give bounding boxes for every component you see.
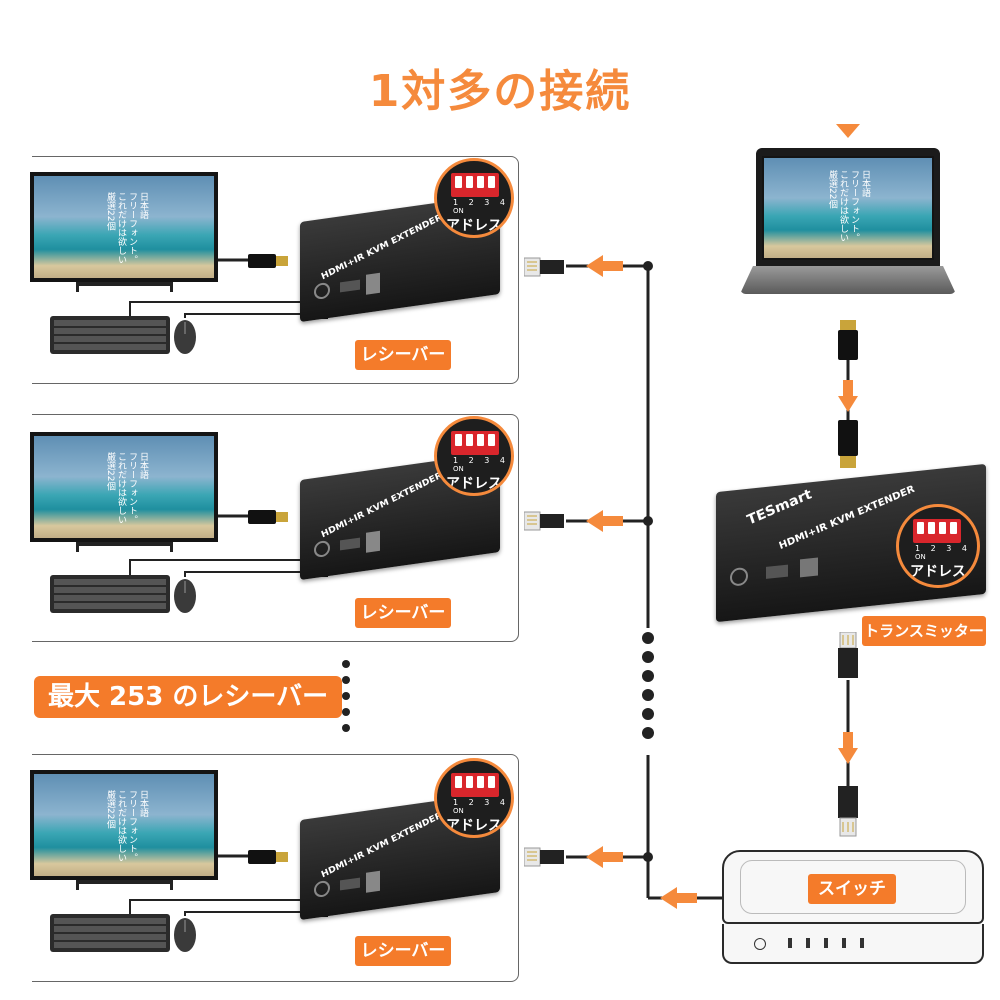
dip-switch-icon: 1 2 3 4 ON アドレス — [434, 158, 514, 238]
receiver-label-1: レシーバー — [355, 340, 451, 370]
ellipsis-dot — [342, 708, 350, 716]
laptop-screen: 日本語 フリーフォント。 これだけは欲しい 厳選22個 — [762, 156, 934, 260]
dip-numbers: 1 2 3 4 — [453, 198, 509, 207]
switch-top-inner — [740, 860, 966, 914]
dip-switch-icon: 1 2 3 4 ON アドレス — [434, 416, 514, 496]
network-switch — [722, 850, 984, 966]
screen-text: 日本語 フリーフォント。 これだけは欲しい 厳選22個 — [105, 192, 148, 264]
arrow-icon — [586, 846, 603, 868]
monitor-3: 日本語 フリーフォント。 これだけは欲しい 厳選22個 — [30, 770, 218, 880]
arrow-icon — [586, 510, 603, 532]
mouse-1 — [174, 320, 196, 354]
arrow-icon — [660, 887, 677, 909]
rj45-icon — [838, 632, 858, 678]
arrow-icon — [586, 255, 603, 277]
ellipsis-dot — [342, 676, 350, 684]
arrow-icon — [838, 748, 858, 764]
mouse-3 — [174, 918, 196, 952]
dip-on: ON — [453, 465, 464, 473]
dip-on: ON — [453, 807, 464, 815]
down-triangle-icon — [836, 124, 860, 138]
port-led — [842, 938, 846, 948]
port-led — [860, 938, 864, 948]
monitor-feet-3b — [170, 880, 173, 890]
dip-switch-icon: 1 2 3 4 ON アドレス — [434, 758, 514, 838]
dip-label: アドレス — [446, 818, 502, 834]
ellipsis-dot — [342, 660, 350, 668]
bus-ellipsis-dot — [642, 670, 654, 682]
arrow-icon — [838, 396, 858, 412]
monitor-1: 日本語 フリーフォント。 これだけは欲しい 厳選22個 — [30, 172, 218, 282]
laptop: 日本語 フリーフォント。 これだけは欲しい 厳選22個 — [740, 148, 956, 298]
cables-2 — [129, 514, 310, 577]
switch-label: スイッチ — [808, 874, 896, 904]
receiver-label-2: レシーバー — [355, 598, 451, 628]
transmitter-label: トランスミッター — [862, 616, 986, 646]
monitor-2: 日本語 フリーフォント。 これだけは欲しい 厳選22個 — [30, 432, 218, 542]
cables-3 — [129, 854, 310, 916]
monitor-feet-1 — [76, 282, 79, 292]
hdmi-icon — [248, 850, 288, 864]
monitor-feet-1b — [170, 282, 173, 292]
bus-ellipsis-dot — [642, 708, 654, 720]
hdmi-icon — [248, 510, 288, 524]
hdmi-icon — [248, 254, 288, 268]
bus-ellipsis-dot — [642, 689, 654, 701]
device-brand-text: TESmart — [745, 486, 814, 529]
dip-label: アドレス — [910, 564, 966, 580]
mouse-2 — [174, 579, 196, 613]
monitor-feet-2 — [76, 542, 79, 552]
monitor-feet-3 — [76, 880, 79, 890]
max-receivers-label: 最大 253 のレシーバー — [34, 676, 343, 718]
keyboard-3 — [50, 914, 170, 952]
port-led — [788, 938, 792, 948]
cables-1 — [129, 258, 310, 318]
ellipsis-dot — [342, 692, 350, 700]
port-led — [824, 938, 828, 948]
hdmi-icon — [838, 420, 858, 468]
rj45-icon — [524, 847, 564, 867]
power-led-icon — [754, 938, 766, 950]
laptop-base — [740, 266, 956, 294]
dip-on: ON — [915, 553, 926, 561]
rj45-icon — [838, 786, 858, 837]
transmitter-ports — [726, 551, 826, 602]
diagram-title: 1対多の接続 — [368, 66, 632, 117]
keyboard-2 — [50, 575, 170, 613]
port-led — [806, 938, 810, 948]
ellipsis-dot — [342, 724, 350, 732]
screen-text: 日本語 フリーフォント。 これだけは欲しい 厳選22個 — [105, 452, 148, 524]
screen-text: 日本語 フリーフォント。 これだけは欲しい 厳選22個 — [105, 790, 148, 862]
screen-text: 日本語 フリーフォント。 これだけは欲しい 厳選22個 — [827, 170, 870, 242]
rj45-icon — [524, 257, 564, 277]
monitor-feet-2b — [170, 542, 173, 552]
dip-on: ON — [453, 207, 464, 215]
rj45-icon — [524, 511, 564, 531]
dip-numbers: 1 2 3 4 — [453, 798, 509, 807]
monitor-stand-1 — [76, 282, 172, 286]
keyboard-1 — [50, 316, 170, 354]
monitor-stand-2 — [76, 542, 172, 546]
dip-label: アドレス — [446, 476, 502, 492]
bus-ellipsis-dot — [642, 727, 654, 739]
receiver-label-3: レシーバー — [355, 936, 451, 966]
dip-switch-icon: 1 2 3 4 ON アドレス — [896, 504, 980, 588]
monitor-stand-3 — [76, 880, 172, 884]
hdmi-icon — [838, 320, 858, 360]
dip-numbers: 1 2 3 4 — [915, 544, 971, 553]
dip-numbers: 1 2 3 4 — [453, 456, 509, 465]
bus-ellipsis-dot — [642, 651, 654, 663]
bus-ellipsis-dot — [642, 632, 654, 644]
dip-label: アドレス — [446, 218, 502, 234]
